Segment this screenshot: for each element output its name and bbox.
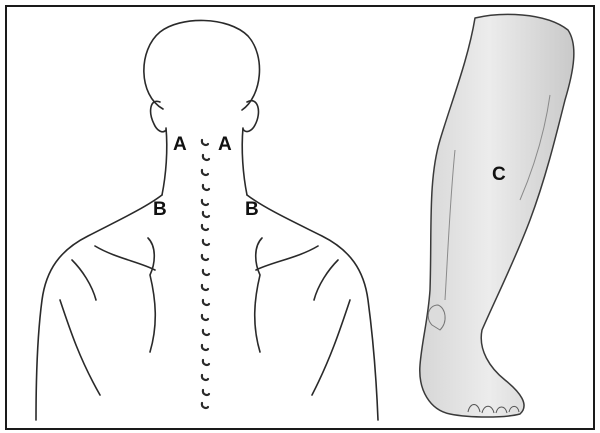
left-ear bbox=[149, 100, 167, 133]
label-b-right: B bbox=[245, 199, 259, 220]
label-b-left: B bbox=[153, 199, 167, 220]
toes bbox=[467, 404, 520, 414]
vertebra-mark bbox=[200, 168, 210, 177]
label-c: C bbox=[492, 164, 506, 185]
vertebra-mark bbox=[200, 373, 210, 382]
ankle-bone bbox=[427, 304, 446, 331]
vertebra-mark bbox=[201, 238, 211, 247]
neck-left bbox=[161, 127, 168, 196]
vertebra-mark bbox=[201, 183, 211, 192]
vertebra-mark bbox=[200, 343, 210, 352]
figure-border bbox=[5, 5, 595, 430]
vertebra-mark bbox=[200, 283, 210, 292]
spine bbox=[200, 138, 211, 410]
shoulder-left bbox=[35, 194, 163, 421]
vertebra-mark bbox=[200, 138, 210, 147]
right-ear bbox=[242, 99, 260, 133]
leg-outline bbox=[419, 13, 575, 418]
label-a-left: A bbox=[173, 134, 187, 155]
label-a-right: A bbox=[218, 134, 232, 155]
vertebra-mark bbox=[200, 223, 210, 232]
head-outline bbox=[143, 19, 261, 111]
vertebra-mark bbox=[200, 253, 210, 262]
vertebra-mark bbox=[200, 313, 210, 322]
vertebra-mark bbox=[201, 210, 211, 219]
vertebra-mark bbox=[201, 358, 211, 367]
vertebra-mark bbox=[201, 328, 211, 337]
left-scapula bbox=[94, 237, 157, 353]
vertebra-mark bbox=[200, 401, 210, 410]
shoulder-right bbox=[246, 194, 379, 421]
vertebra-mark bbox=[201, 153, 211, 162]
back-figure bbox=[35, 19, 379, 421]
right-arm-crease bbox=[311, 259, 351, 396]
vertebra-mark bbox=[201, 268, 211, 277]
vertebra-mark bbox=[200, 198, 210, 207]
left-arm-crease bbox=[59, 259, 101, 396]
leg-figure bbox=[419, 13, 575, 418]
neck-right bbox=[241, 127, 248, 196]
calf-shading bbox=[444, 94, 551, 301]
vertebra-mark bbox=[201, 298, 211, 307]
vertebra-mark bbox=[201, 388, 211, 397]
right-scapula bbox=[253, 237, 319, 353]
